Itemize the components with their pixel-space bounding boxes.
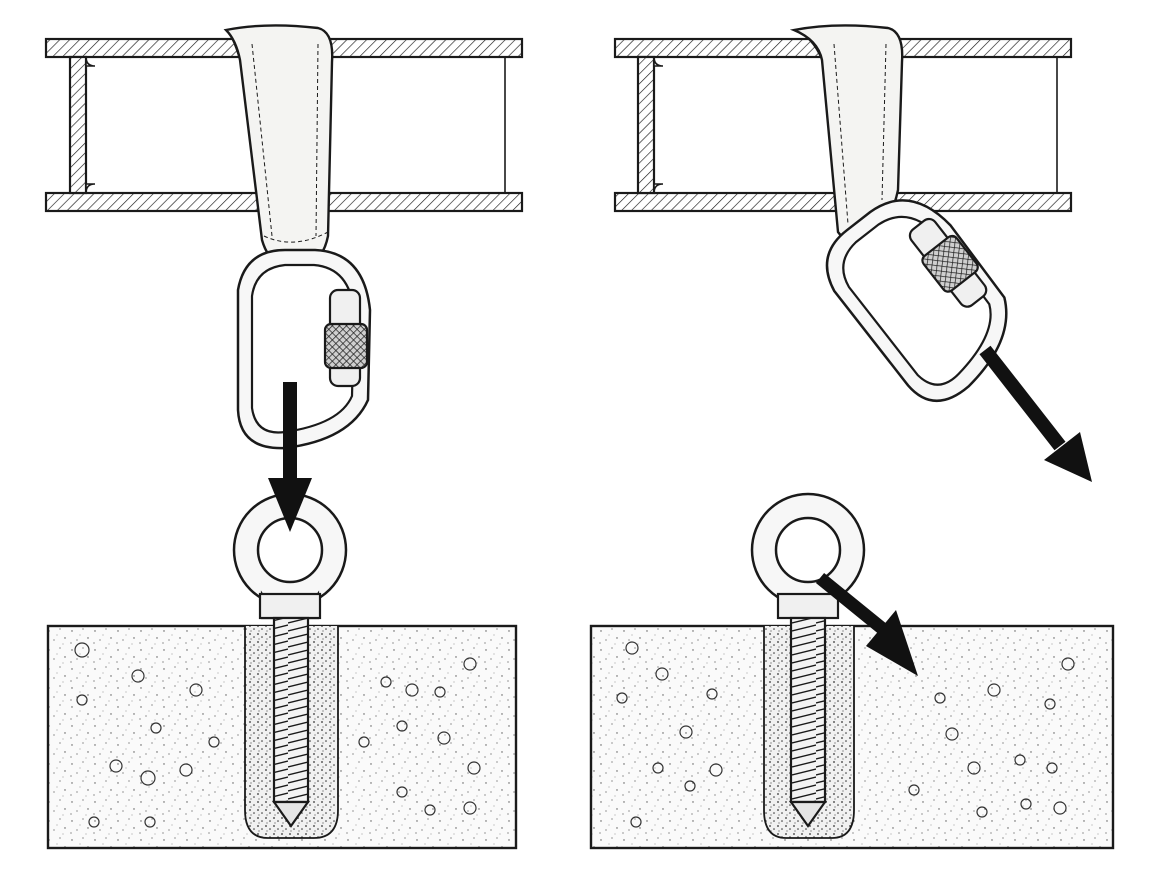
panel-right (589, 24, 1115, 850)
beam-web (636, 55, 656, 195)
screw-gate-carabiner (825, 199, 1008, 402)
eye-bolt-hex (258, 592, 322, 620)
webbing-sling (223, 24, 334, 272)
concrete-block (589, 616, 1115, 850)
aggregate-stones (74, 642, 481, 828)
shank-tip (788, 800, 828, 828)
force-arrow (979, 345, 1092, 482)
eye-bolt-hex (776, 592, 840, 620)
threaded-shank (272, 616, 310, 804)
concrete-block (46, 616, 518, 850)
threaded-shank (789, 616, 827, 804)
beam-web-fillet (653, 56, 664, 194)
aggregate-stones (616, 641, 1075, 828)
carabiner-screw-sleeve (921, 234, 979, 293)
carabiner-screw-sleeve (323, 322, 369, 370)
beam-web (68, 55, 88, 195)
force-arrow (268, 382, 312, 532)
force-arrow (815, 572, 918, 676)
screw-gate-carabiner (236, 248, 372, 450)
eye-bolt (750, 492, 866, 620)
beam-web-fillet (85, 56, 96, 194)
panel-left (44, 24, 524, 850)
shank-tip (271, 800, 311, 828)
eye-bolt-hole (774, 516, 842, 584)
